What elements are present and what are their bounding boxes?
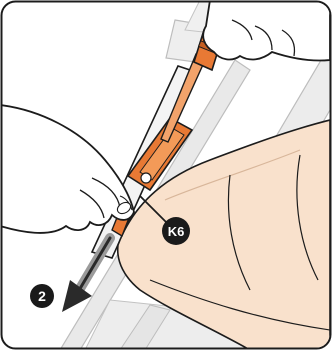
step-number-badge: 2	[30, 284, 54, 308]
step-number: 2	[38, 288, 46, 304]
part-label: K6	[168, 224, 185, 239]
hand-icon	[203, 0, 330, 61]
part-label-badge: K6	[162, 217, 190, 245]
